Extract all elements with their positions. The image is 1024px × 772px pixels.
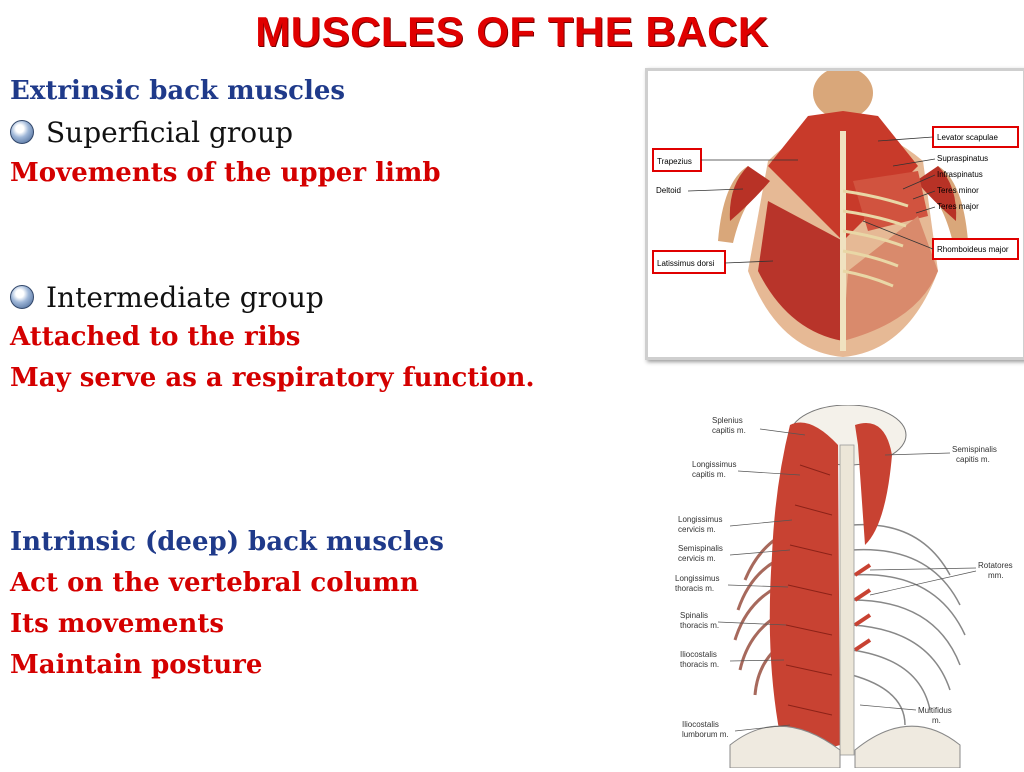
- label-teres-major: Teres major: [937, 202, 979, 211]
- label-longcap-1: Longissimus: [692, 460, 736, 469]
- label-iliothor-2: thoracis m.: [680, 660, 719, 669]
- label-longthor-1: Longissimus: [675, 574, 719, 583]
- label-iliolumb-1: Iliocostalis: [682, 720, 719, 729]
- label-longthor-2: thoracis m.: [675, 584, 714, 593]
- globe-bullet-icon: [10, 284, 34, 309]
- globe-bullet-icon: [10, 119, 34, 144]
- label-longcap-2: capitis m.: [692, 470, 726, 479]
- superficial-item: Superficial group: [10, 116, 293, 149]
- intrinsic-heading: Intrinsic (deep) back muscles: [10, 527, 444, 557]
- its-text: Its movements: [10, 609, 224, 639]
- deep-muscles-illustration: Splenius capitis m. Longissimus capitis …: [675, 404, 1013, 769]
- intermediate-item: Intermediate group: [10, 281, 324, 314]
- label-spinthor-2: thoracis m.: [680, 621, 719, 630]
- movements-text: Movements of the upper limb: [10, 158, 441, 188]
- extrinsic-heading: Extrinsic back muscles: [10, 76, 346, 106]
- attached-text: Attached to the ribs: [10, 322, 301, 352]
- label-longcerv-1: Longissimus: [678, 515, 722, 524]
- intermediate-label: Intermediate group: [46, 281, 324, 314]
- superficial-label: Superficial group: [46, 116, 294, 149]
- respiratory-text: May serve as a respiratory function.: [10, 363, 535, 393]
- label-levator: Levator scapulae: [937, 133, 998, 142]
- label-iliolumb-2: lumborum m.: [682, 730, 729, 739]
- label-splenius-1: Splenius: [712, 416, 743, 425]
- label-supraspinatus: Supraspinatus: [937, 154, 988, 163]
- label-rotatores-2: mm.: [988, 571, 1004, 580]
- label-splenius-2: capitis m.: [712, 426, 746, 435]
- act-text: Act on the vertebral column: [10, 568, 419, 598]
- label-semicap-1: Semispinalis: [952, 445, 997, 454]
- slide-title: MUSCLES OF THE BACK: [255, 8, 769, 55]
- label-iliothor-1: Iliocostalis: [680, 650, 717, 659]
- label-rhomboideus: Rhomboideus major: [937, 245, 1009, 254]
- superficial-muscles-illustration: Trapezius Deltoid Latissimus dorsi Levat…: [652, 67, 1019, 357]
- label-rotatores-1: Rotatores: [978, 561, 1013, 570]
- label-latissimus: Latissimus dorsi: [657, 259, 715, 268]
- label-multifidus-2: m.: [932, 716, 941, 725]
- label-trapezius: Trapezius: [657, 157, 692, 166]
- label-semicerv-1: Semispinalis: [678, 544, 723, 553]
- label-semicerv-2: cervicis m.: [678, 554, 716, 563]
- label-spinthor-1: Spinalis: [680, 611, 708, 620]
- superficial-muscles-image: Trapezius Deltoid Latissimus dorsi Levat…: [645, 67, 1024, 360]
- label-infraspinatus: Infraspinatus: [937, 170, 983, 179]
- label-semicap-2: capitis m.: [956, 455, 990, 464]
- label-teres-minor: Teres minor: [937, 186, 979, 195]
- deep-muscles-image: Splenius capitis m. Longissimus capitis …: [660, 404, 1024, 769]
- maintain-text: Maintain posture: [10, 650, 263, 680]
- label-longcerv-2: cervicis m.: [678, 525, 716, 534]
- label-deltoid: Deltoid: [656, 186, 681, 195]
- label-multifidus-1: Multifidus: [918, 706, 952, 715]
